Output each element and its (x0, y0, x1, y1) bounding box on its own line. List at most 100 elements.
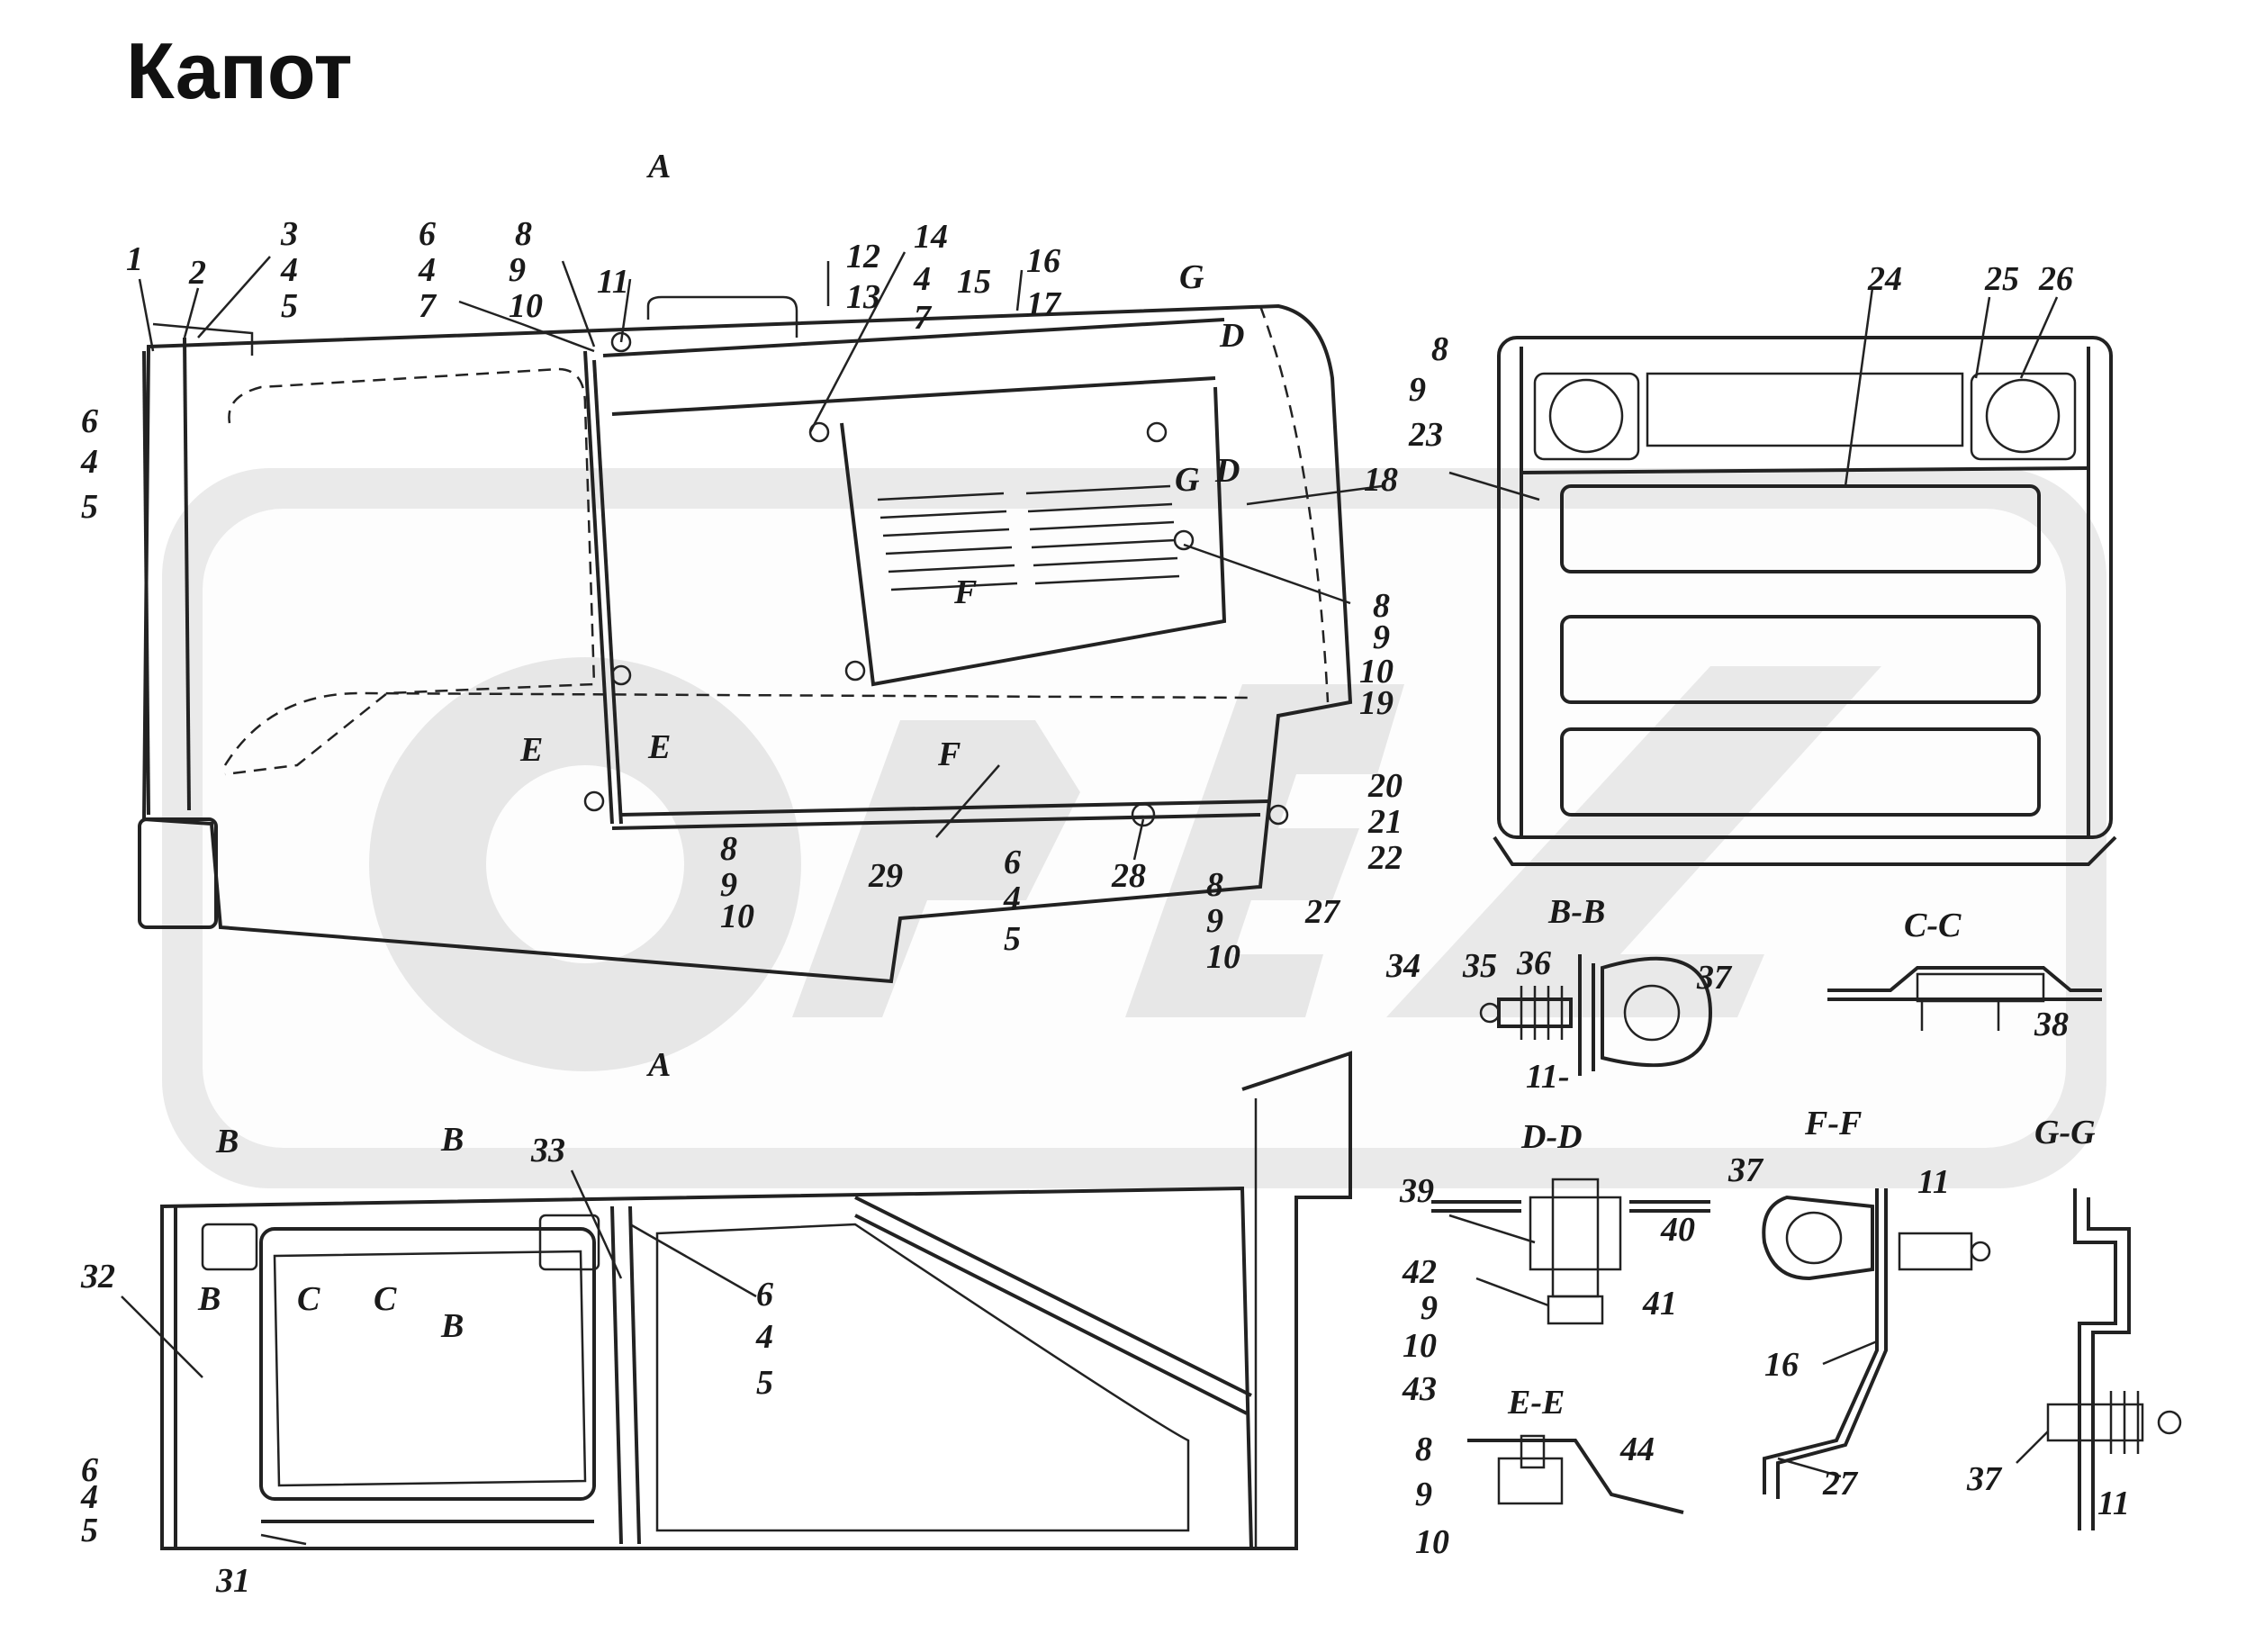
section-b-4: B (440, 1307, 464, 1345)
callout: 7 (419, 287, 437, 325)
callout: 9 (1409, 371, 1426, 409)
hood-side-view (138, 295, 1353, 984)
callout: 6 (81, 402, 98, 440)
callout: 22 (1367, 839, 1403, 877)
callout: 6 (419, 215, 436, 253)
callout: 6 (81, 1451, 98, 1489)
callout: 1 (126, 240, 143, 278)
callout: 9 (1421, 1289, 1438, 1327)
callout: 10 (509, 287, 543, 325)
callout: 5 (81, 488, 98, 526)
leader-lines (121, 251, 2059, 1546)
callout: 5 (281, 287, 298, 325)
section-markers: A A G G D D F F E E B B B B C C B-B C-C … (197, 148, 2096, 1422)
callout: 29 (868, 857, 903, 895)
callout: 8 (1206, 866, 1223, 904)
callout: 16 (1026, 242, 1060, 280)
callout: 4 (80, 443, 98, 481)
callout: 18 (1364, 461, 1398, 499)
callout: 42 (1402, 1253, 1437, 1291)
section-e-1: E (519, 731, 543, 769)
callout: 21 (1367, 803, 1403, 841)
callout: 24 (1867, 260, 1902, 298)
callout: 8 (515, 215, 532, 253)
callout: 27 (1822, 1465, 1859, 1503)
callout: 10 (1415, 1523, 1449, 1561)
callout: 6 (1004, 844, 1021, 881)
callout: 36 (1516, 944, 1551, 982)
section-b-1: B (215, 1123, 239, 1160)
callout: 33 (530, 1132, 565, 1169)
callout: 9 (1373, 618, 1390, 656)
section-d-1: D (1219, 317, 1244, 355)
detail-g-g (2046, 1188, 2182, 1530)
callout: 9 (1415, 1476, 1432, 1513)
callout: 8 (720, 830, 737, 868)
detail-e-e (1467, 1434, 1684, 1514)
callout: 41 (1642, 1285, 1677, 1323)
detail-d-d (1431, 1178, 1710, 1325)
callout: 6 (756, 1276, 773, 1313)
callout: 4 (1003, 880, 1021, 917)
section-dd-title: D-D (1520, 1118, 1583, 1156)
callout: 9 (509, 251, 526, 289)
callout: 11 (2097, 1485, 2130, 1522)
callout: 25 (1984, 260, 2019, 298)
callout: 5 (756, 1364, 773, 1402)
section-f-2: F (937, 736, 961, 773)
section-c-2: C (374, 1280, 397, 1318)
section-a-top: A (646, 148, 671, 185)
section-ff-title: F-F (1804, 1105, 1862, 1142)
callout: 4 (80, 1478, 98, 1516)
callout: 39 (1399, 1172, 1434, 1210)
callout: 10 (1206, 938, 1240, 976)
callout: 37 (1966, 1460, 2003, 1498)
callout: 7 (914, 299, 933, 337)
callout: 16 (1764, 1346, 1799, 1384)
callout: 40 (1660, 1211, 1695, 1249)
callout: 10 (1403, 1327, 1437, 1365)
hood-front-view (1493, 336, 2117, 866)
callout: 14 (914, 218, 948, 256)
callout: 23 (1408, 416, 1443, 454)
section-b-2: B (440, 1121, 464, 1159)
section-c-1: C (297, 1280, 320, 1318)
callout: 38 (2034, 1006, 2069, 1043)
section-cc-title: C-C (1904, 907, 1962, 944)
callout: 27 (1304, 893, 1341, 931)
section-b-3: B (197, 1280, 221, 1318)
callout: 5 (81, 1512, 98, 1549)
callout: 9 (720, 866, 737, 904)
callout: 32 (80, 1258, 115, 1295)
callout: 10 (720, 898, 754, 935)
callout: 4 (755, 1318, 773, 1356)
callout: 11 (1917, 1163, 1950, 1201)
callout: 8 (1415, 1431, 1432, 1468)
detail-f-f (1762, 1188, 1991, 1499)
callout: 26 (2038, 260, 2073, 298)
callout: 35 (1462, 947, 1497, 985)
grille-slots (877, 484, 1180, 591)
callout-labels: 1 2 3 4 5 6 4 5 6 4 7 8 9 10 11 12 13 14… (80, 215, 2130, 1600)
callout: 13 (846, 278, 880, 316)
detail-c-c (1827, 966, 2102, 1031)
callout: 4 (280, 251, 298, 289)
callout: 4 (913, 260, 931, 298)
callout: 9 (1206, 902, 1223, 940)
section-a-bottom: A (646, 1046, 671, 1084)
section-gg-title: G-G (2034, 1114, 2096, 1151)
callout: 28 (1111, 857, 1146, 895)
callout: 37 (1727, 1151, 1764, 1189)
callout: 5 (1004, 920, 1021, 958)
callout: 43 (1402, 1370, 1437, 1408)
callout: 4 (418, 251, 436, 289)
page-title: Капот (126, 26, 353, 115)
callout: 15 (957, 263, 991, 301)
callout: 11 (597, 263, 629, 301)
callout: 31 (215, 1562, 250, 1600)
section-bb-title: B-B (1547, 893, 1605, 931)
section-f-1: F (953, 573, 977, 611)
callout: 11- (1526, 1058, 1570, 1096)
callout: 8 (1431, 330, 1448, 368)
callout: 17 (1026, 285, 1062, 323)
